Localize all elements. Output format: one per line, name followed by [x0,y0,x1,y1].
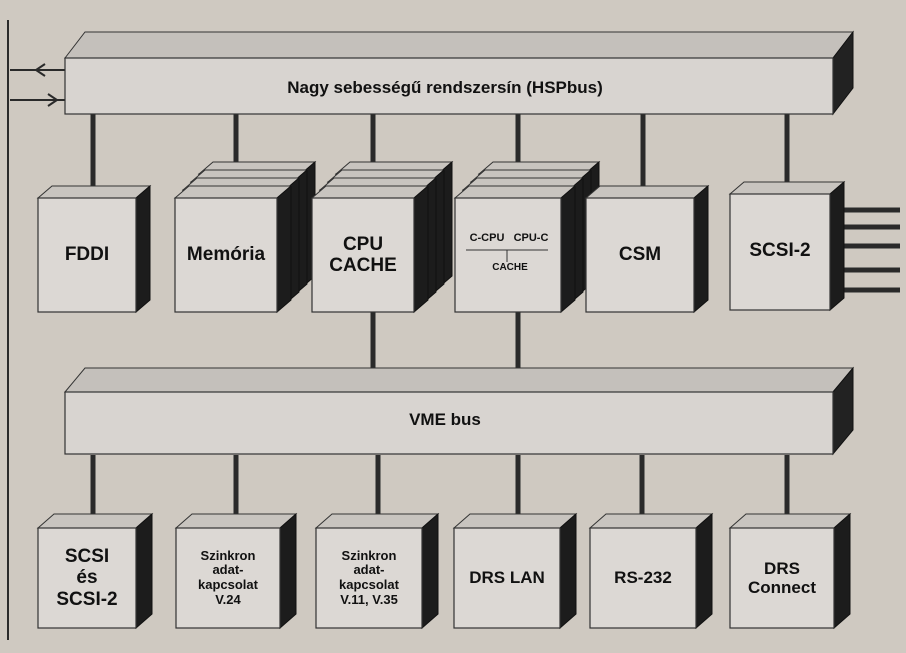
ccpu-label-right: CPU-C [513,231,549,244]
scsi2-top-box-top [728,181,846,195]
ccpu-label-left: C-CPU [469,231,505,244]
drs-connect-label: DRS Connect [748,558,816,597]
drs-lan-box [452,512,578,630]
diagram-shapes [36,30,855,630]
sync2-box-side [421,512,439,630]
vme-bus-face [64,391,834,455]
scsi2-top-box-face [729,193,831,311]
rs232-box-side [695,512,713,630]
csm-box [584,184,710,314]
cpu-cache-box-top [310,185,430,199]
rs232-box-face [589,527,697,629]
cpu-cache-label: CPU CACHE [329,233,397,276]
sync1-box [174,512,298,630]
rs232-label: RS-232 [614,568,672,588]
rs232-box [588,512,714,630]
cpu-cache-box-face [311,197,415,313]
sync2-label: Szinkron adat- kapcsolat V.11, V.35 [339,547,399,607]
vme-bus-top [63,367,855,393]
memoria-label: Memória [186,244,266,266]
ccpu-box [453,184,577,314]
csm-label: CSM [618,244,662,266]
sync2-box-face [315,527,423,629]
drs-lan-box-side [559,512,577,630]
hsp-bus [63,30,855,116]
ccpu-box-face [454,197,562,313]
ccpu-box-side [560,184,576,314]
cpu-cache-box [310,184,430,314]
scsi-bottom-label: SCSI és SCSI-2 [56,546,118,610]
drs-lan-box-face [453,527,561,629]
scsi-bottom-box-face [37,527,137,629]
rs232-box-top [588,513,714,529]
fddi-box [36,184,152,314]
scsi-bottom-box-side [135,512,153,630]
drs-connect-box-top [728,513,852,529]
fddi-box-top [36,185,152,199]
sync1-box-top [174,513,298,529]
drs-connect-box [728,512,852,630]
hsp-bus-face [64,57,834,115]
fddi-label: FDDI [64,244,110,266]
sync1-box-face [175,527,281,629]
memoria-box-face [174,197,278,313]
drs-connect-box-face [729,527,835,629]
arrow-head-left [34,63,46,77]
fddi-box-face [37,197,137,313]
sync1-box-side [279,512,297,630]
sync1-label: Szinkron adat- kapcsolat V.24 [198,547,258,607]
csm-box-side [693,184,709,314]
memoria-box-side [276,184,292,314]
cpu-cache-box-side [413,184,429,314]
drs-lan-label: DRS LAN [469,568,545,588]
scsi2-top-box-side [829,180,845,312]
vme-bus-label: VME bus [409,410,481,430]
scsi2-top-label: SCSI-2 [749,240,811,262]
csm-box-face [585,197,695,313]
hsp-bus-label: Nagy sebességű rendszersín (HSPbus) [287,78,603,98]
csm-box-top [584,185,710,199]
scsi-bottom-box-top [36,513,154,529]
ccpu-box-top [453,185,577,199]
memoria-box-top [173,185,293,199]
drs-connect-box-side [833,512,851,630]
vme-bus [63,366,855,456]
fddi-box-side [135,184,151,314]
drs-lan-box-top [452,513,578,529]
hsp-bus-top [63,31,855,59]
arrow-head-right [47,93,59,107]
scsi-bottom-box [36,512,154,630]
sync2-box [314,512,440,630]
memoria-box [173,184,293,314]
scsi2-top-box [728,180,846,312]
sync2-box-top [314,513,440,529]
ccpu-label-cache: CACHE [492,262,528,274]
